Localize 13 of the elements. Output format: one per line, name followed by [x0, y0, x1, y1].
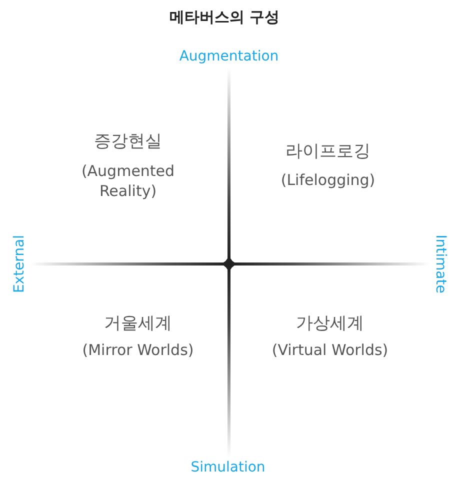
quadrant-label: 가상세계 — [296, 312, 364, 336]
axis-label: Simulation — [190, 458, 266, 478]
diagram-title: 메타버스의 구성 — [169, 8, 280, 27]
quadrant-label: (Lifelogging) — [280, 170, 376, 190]
quadrant-label: (Mirror Worlds) — [82, 340, 194, 360]
axis-label: Augmentation — [179, 48, 279, 66]
quadrant-label: (Augmented Reality) — [80, 160, 176, 202]
quadrant-label: 증강현실 — [94, 130, 162, 154]
quadrant-label: 거울세계 — [104, 312, 172, 336]
axis-label: External — [10, 234, 29, 294]
axis-label: Intimate — [431, 234, 449, 294]
quadrant-label: 라이프로깅 — [286, 140, 370, 164]
quadrant-label: (Virtual Worlds) — [272, 340, 388, 360]
